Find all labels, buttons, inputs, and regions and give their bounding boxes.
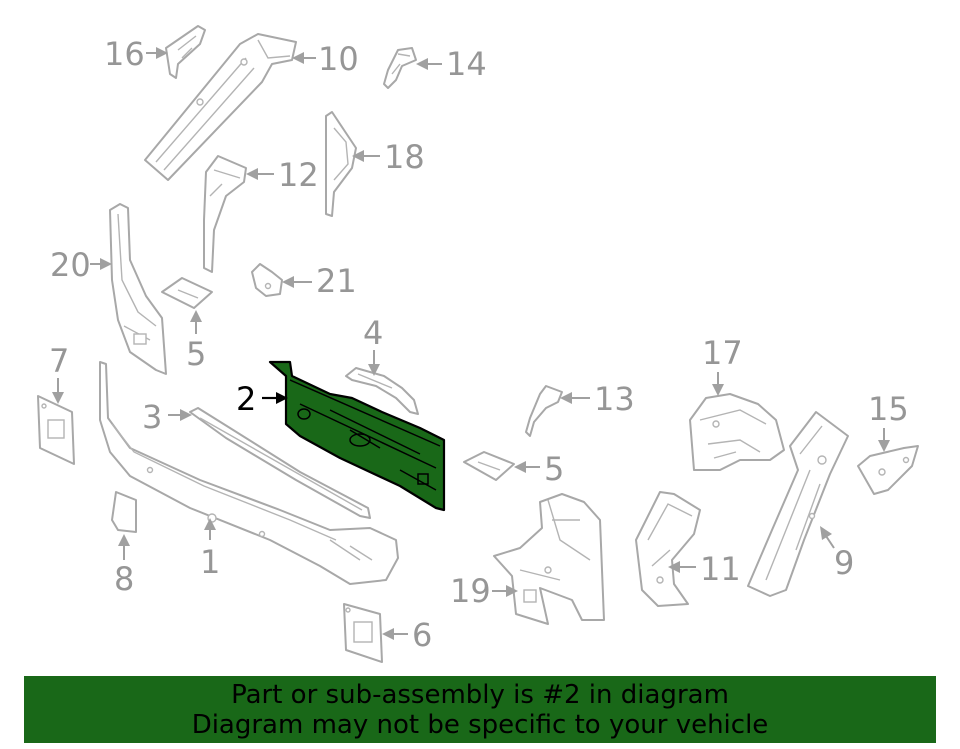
part-15 — [857, 445, 919, 495]
part-13 — [525, 385, 563, 437]
part-2-highlighted — [268, 360, 446, 512]
part-16 — [165, 25, 206, 79]
callout-1-label: 1 — [200, 543, 220, 581]
callout-9-label: 9 — [834, 544, 854, 582]
callout-2: 2 — [236, 380, 288, 418]
callout-15: 15 — [868, 390, 909, 452]
part-7 — [37, 395, 75, 465]
callout-21-label: 21 — [316, 262, 357, 300]
part-20 — [109, 203, 167, 375]
banner-line-1: Part or sub-assembly is #2 in diagram — [231, 680, 729, 710]
callout-5-left: 5 — [186, 310, 206, 373]
callout-6: 6 — [382, 616, 432, 654]
callout-21: 21 — [282, 262, 357, 300]
callout-6-label: 6 — [412, 616, 432, 654]
callout-18: 18 — [352, 138, 425, 176]
callout-10: 10 — [292, 40, 359, 78]
callout-5-right: 5 — [514, 450, 564, 488]
callout-19-label: 19 — [450, 572, 491, 610]
callout-3: 3 — [142, 398, 192, 436]
callout-4-label: 4 — [363, 314, 383, 352]
part-12 — [203, 155, 247, 273]
part-19 — [493, 493, 605, 625]
callout-16-label: 16 — [104, 35, 145, 73]
part-17 — [689, 393, 785, 471]
part-18 — [325, 111, 357, 217]
callout-17: 17 — [702, 334, 743, 396]
info-banner: Part or sub-assembly is #2 in diagram Di… — [24, 676, 936, 743]
callout-2-label: 2 — [236, 380, 256, 418]
callout-14-label: 14 — [446, 45, 487, 83]
callout-17-label: 17 — [702, 334, 743, 372]
callout-13-label: 13 — [594, 380, 635, 418]
callout-3-label: 3 — [142, 398, 162, 436]
part-9 — [747, 411, 849, 597]
callout-11-label: 11 — [700, 550, 741, 588]
callout-8: 8 — [114, 534, 134, 598]
part-3 — [189, 407, 371, 519]
callout-18-label: 18 — [384, 138, 425, 176]
callout-19: 19 — [450, 572, 518, 610]
callout-20-label: 20 — [50, 246, 91, 284]
callout-1: 1 — [200, 518, 220, 581]
callout-12: 12 — [246, 156, 319, 194]
part-6 — [343, 603, 383, 663]
callout-20: 20 — [50, 246, 112, 284]
callout-8-label: 8 — [114, 560, 134, 598]
callout-12-label: 12 — [278, 156, 319, 194]
callout-5b-label: 5 — [544, 450, 564, 488]
part-10 — [144, 33, 297, 181]
part-8 — [111, 491, 137, 533]
part-14 — [383, 47, 417, 89]
part-5-right — [463, 451, 515, 481]
part-11 — [635, 491, 701, 607]
part-5-left — [161, 277, 213, 309]
callout-5a-label: 5 — [186, 335, 206, 373]
callout-7: 7 — [49, 342, 69, 404]
callout-15-label: 15 — [868, 390, 909, 428]
part-21 — [251, 263, 283, 297]
callout-10-label: 10 — [318, 40, 359, 78]
callout-16: 16 — [104, 35, 168, 73]
callout-14: 14 — [416, 45, 487, 83]
callout-7-label: 7 — [49, 342, 69, 380]
callout-13: 13 — [560, 380, 635, 418]
callout-9: 9 — [820, 526, 854, 582]
banner-line-2: Diagram may not be specific to your vehi… — [191, 710, 769, 740]
callout-4: 4 — [363, 314, 383, 376]
callout-11: 11 — [668, 550, 741, 588]
